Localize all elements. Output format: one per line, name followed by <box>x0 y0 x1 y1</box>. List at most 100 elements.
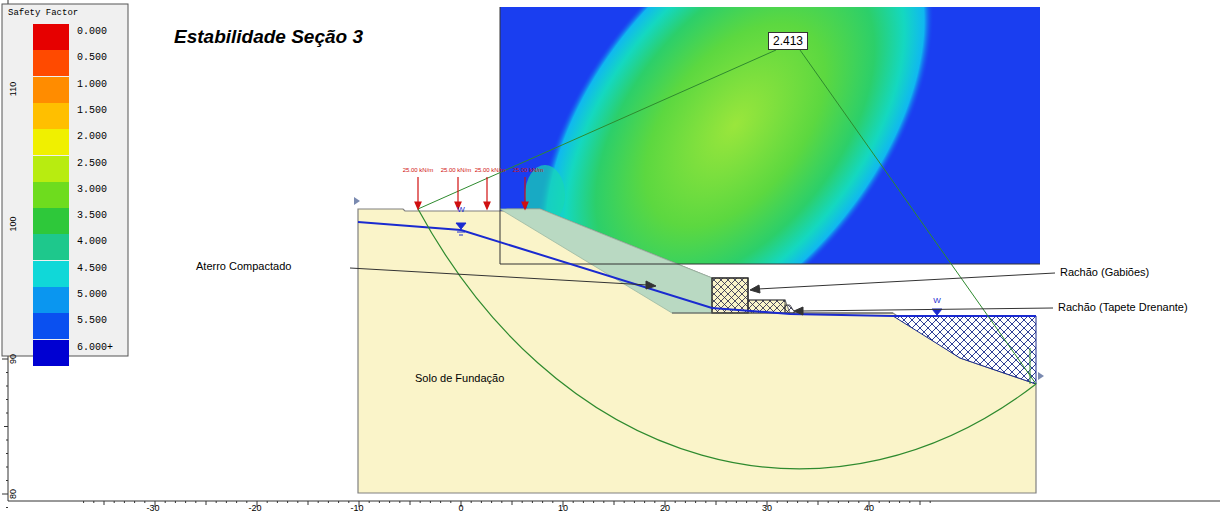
axis-tick <box>716 501 717 505</box>
axis-tick <box>297 501 298 503</box>
legend-row: 3.000 <box>33 182 127 208</box>
safety-factor-value: 2.413 <box>773 34 803 48</box>
boundary-marker <box>354 197 360 205</box>
axis-tick <box>308 501 309 505</box>
legend-label: 1.000 <box>77 79 107 90</box>
axis-tick <box>287 501 288 503</box>
axis-tick <box>797 501 798 503</box>
axis-tick <box>726 501 727 503</box>
legend-label: 5.500 <box>77 315 107 326</box>
legend-row: 6.000+ <box>33 340 127 366</box>
leader-lines <box>350 268 1055 315</box>
axis-tick <box>6 440 8 441</box>
axis-tick <box>430 501 431 503</box>
axis-tick <box>165 501 166 503</box>
legend-row: 0.500 <box>33 50 127 76</box>
axis-tick <box>522 501 523 503</box>
axis-tick <box>858 501 859 503</box>
axis-tick <box>756 501 757 503</box>
axis-tick <box>787 501 788 503</box>
legend-swatch <box>33 261 69 287</box>
legend-swatch <box>33 77 69 103</box>
axis-label: -10 <box>350 504 363 514</box>
axis-tick <box>195 501 196 503</box>
axis-tick <box>848 501 849 503</box>
axis-label: 0 <box>458 504 463 514</box>
axis-tick <box>828 501 829 503</box>
axis-tick <box>593 501 594 503</box>
legend-row: 5.000 <box>33 287 127 313</box>
legend-swatch <box>33 24 69 50</box>
axis-tick <box>226 501 227 503</box>
legend-swatch <box>33 287 69 313</box>
axis-tick <box>277 501 278 503</box>
legend-label: 2.000 <box>77 131 107 142</box>
legend-label: 5.000 <box>77 289 107 300</box>
legend-label: 3.500 <box>77 210 107 221</box>
legend-row: 2.500 <box>33 156 127 182</box>
axis-label: 100 <box>9 216 19 231</box>
axis-tick <box>6 386 8 387</box>
axis-tick <box>450 501 451 503</box>
axis-label: 80 <box>9 489 19 499</box>
slice-line <box>1030 348 1031 384</box>
axis-tick <box>124 501 125 503</box>
legend-swatch <box>33 129 69 155</box>
material-label: Rachão (Gabiões) <box>1060 266 1149 278</box>
axis-tick <box>583 501 584 503</box>
axis-label: -30 <box>146 504 159 514</box>
axis-tick <box>675 501 676 503</box>
axis-tick <box>552 501 553 503</box>
axis-tick <box>491 501 492 503</box>
axis-label: 40 <box>864 504 874 514</box>
drain-blanket <box>785 305 795 313</box>
legend-label: 6.000+ <box>77 342 113 353</box>
legend-row: 5.500 <box>33 313 127 339</box>
axis-tick <box>318 501 319 503</box>
legend-row: 1.000 <box>33 77 127 103</box>
axis-tick <box>104 501 105 505</box>
legend-label: 2.500 <box>77 158 107 169</box>
material-label: Rachão (Tapete Drenante) <box>1058 301 1188 313</box>
material-label: Aterro Compactado <box>196 260 291 272</box>
axis-tick <box>481 501 482 503</box>
axis-label: 10 <box>558 504 568 514</box>
radius-line <box>800 50 1036 384</box>
axis-tick <box>379 501 380 503</box>
legend-row: 3.500 <box>33 208 127 234</box>
axis-tick <box>6 399 8 400</box>
boundary-marker <box>1038 372 1044 380</box>
legend-row: 4.500 <box>33 261 127 287</box>
legend-label: 0.000 <box>77 26 107 37</box>
axis-tick <box>838 501 839 503</box>
axis-tick <box>807 501 808 503</box>
load-label: 25.00 kN/m <box>475 167 506 174</box>
legend-swatch <box>33 313 69 339</box>
grid-border <box>500 264 1040 265</box>
legend-row: 0.000 <box>33 24 127 50</box>
axis-tick <box>920 501 921 505</box>
axis-tick <box>471 501 472 503</box>
axis-tick <box>369 501 370 503</box>
axis-tick <box>389 501 390 503</box>
axis-tick <box>2 494 8 495</box>
axis-tick <box>746 501 747 503</box>
axis-tick <box>348 501 349 503</box>
load-arrows <box>415 177 528 209</box>
axis-tick <box>175 501 176 503</box>
axis-label: 110 <box>9 82 19 96</box>
axis-tick <box>777 501 778 503</box>
axis-tick <box>614 501 615 505</box>
water-table <box>358 222 1036 316</box>
legend-label: 4.000 <box>77 236 107 247</box>
axis-tick <box>83 501 84 503</box>
legend-swatch <box>33 208 69 234</box>
axis-tick <box>573 501 574 503</box>
riprap-channel <box>893 316 1036 384</box>
axis-tick <box>695 501 696 503</box>
axis-tick <box>4 426 8 427</box>
foundation-soil <box>358 209 1036 493</box>
